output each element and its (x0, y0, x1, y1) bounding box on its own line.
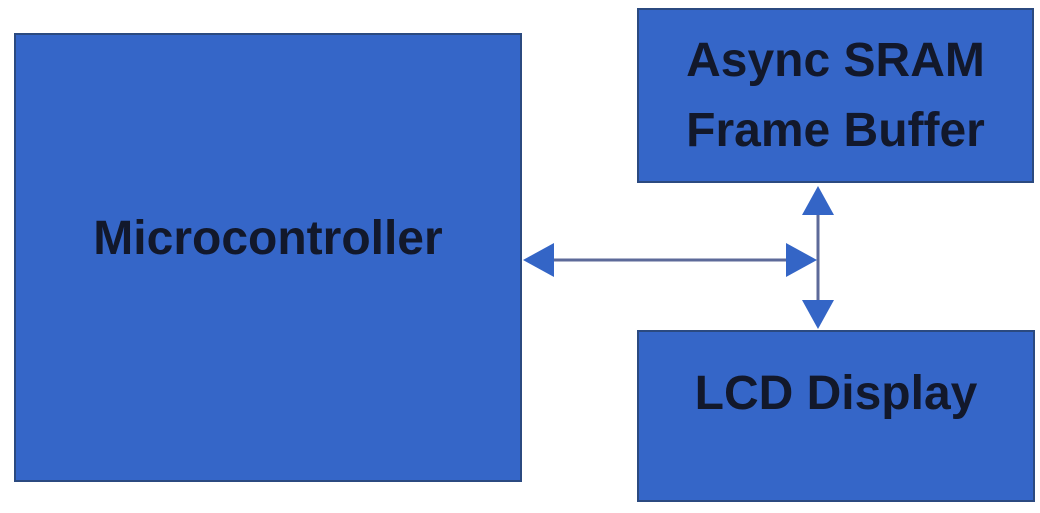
node-lcd-display: LCD Display (637, 330, 1035, 502)
arrowhead-right-icon (786, 243, 817, 277)
arrowhead-down-icon (802, 300, 834, 329)
node-microcontroller-label: Microcontroller (93, 211, 443, 265)
arrowhead-left-icon (523, 243, 554, 277)
arrowhead-up-icon (802, 186, 834, 215)
node-sram-label-line2: Frame Buffer (686, 103, 985, 157)
node-async-sram-frame-buffer: Async SRAM Frame Buffer (637, 8, 1034, 183)
node-lcd-display-label: LCD Display (694, 367, 978, 421)
node-sram-label-line1: Async SRAM (686, 33, 985, 87)
node-microcontroller: Microcontroller (14, 33, 522, 482)
